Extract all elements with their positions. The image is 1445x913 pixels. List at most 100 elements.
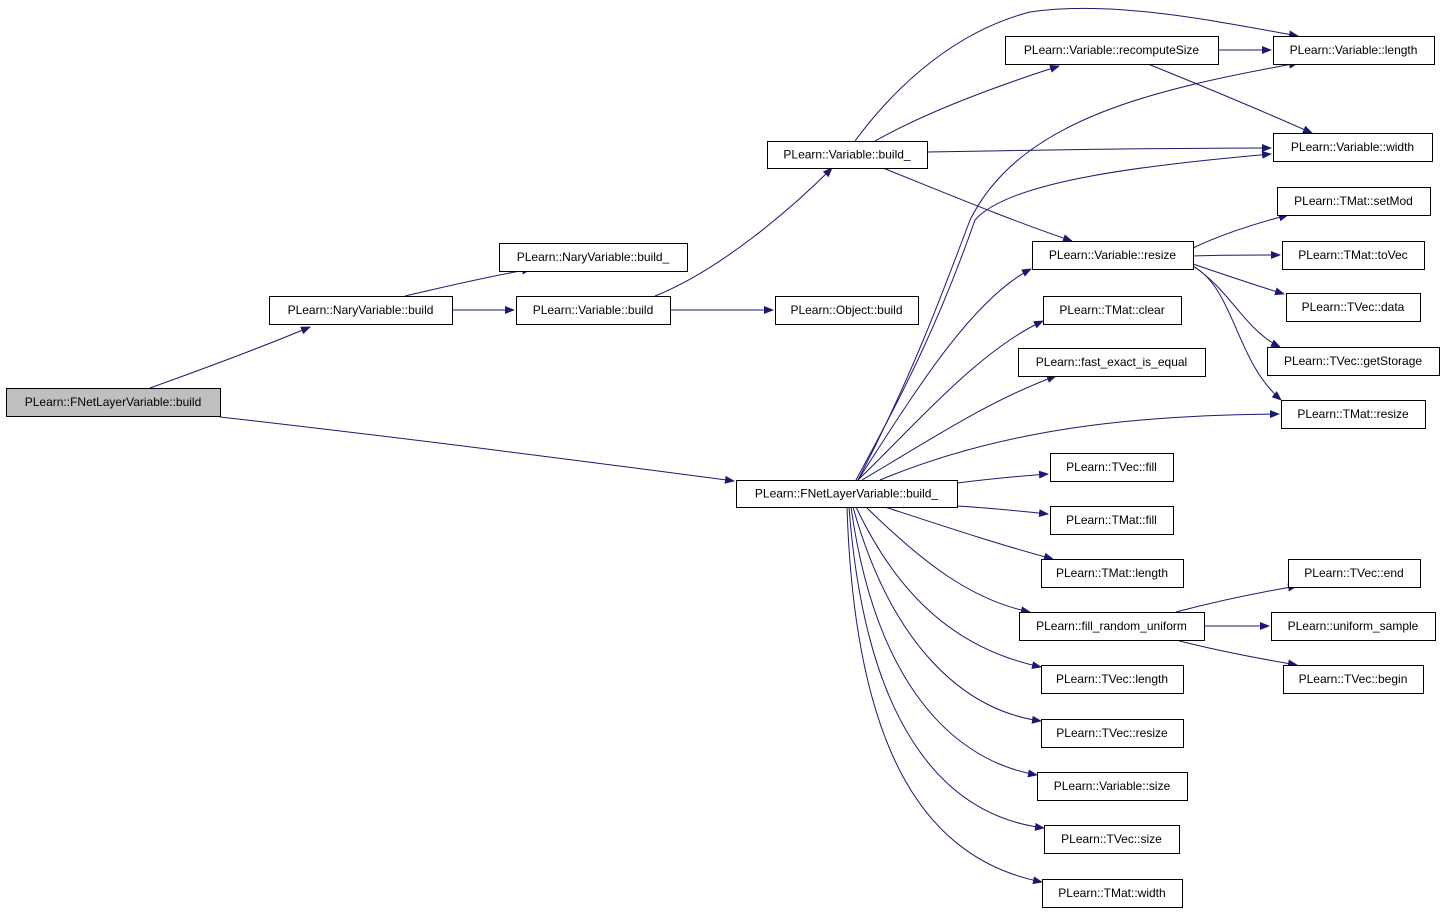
node-tmat-setmod[interactable]: PLearn::TMat::setMod	[1277, 187, 1431, 216]
edge-var-resize-to-tmat-tovec	[1192, 251, 1281, 260]
node-box	[269, 296, 453, 325]
edge-arrow	[1192, 213, 1289, 249]
node-box	[499, 243, 688, 272]
edge-var-resize-to-tvec-data	[1192, 263, 1285, 296]
node-box	[1288, 559, 1421, 588]
edge-arrow	[855, 150, 1272, 481]
edge-var-resize-to-tmat-setmod	[1192, 213, 1289, 249]
edge-arrow	[956, 470, 1049, 484]
node-label: PLearn::TMat::fill	[1066, 513, 1157, 527]
node-tmat-clear[interactable]: PLearn::TMat::clear	[1043, 296, 1182, 325]
node-nary-build-[interactable]: PLearn::NaryVariable::build_	[499, 243, 688, 272]
node-box	[1271, 612, 1436, 641]
node-tvec-length[interactable]: PLearn::TVec::length	[1041, 665, 1184, 694]
edge-fnet-build--to-tmat-clear	[857, 320, 1044, 481]
node-var-size[interactable]: PLearn::Variable::size	[1037, 772, 1188, 801]
node-fast-exact[interactable]: PLearn::fast_exact_is_equal	[1018, 348, 1206, 377]
node-tvec-begin[interactable]: PLearn::TVec::begin	[1283, 665, 1424, 694]
node-box	[1043, 296, 1182, 325]
node-tmat-length[interactable]: PLearn::TMat::length	[1041, 559, 1184, 588]
node-tvec-fill[interactable]: PLearn::TVec::fill	[1050, 453, 1174, 482]
node-label: PLearn::TMat::clear	[1059, 303, 1164, 317]
edge-arrow	[855, 506, 1042, 670]
edge-arrow	[219, 416, 735, 484]
edge-var-build--to-var-length	[854, 7, 1299, 142]
node-box	[1037, 772, 1188, 801]
node-var-recompute[interactable]: PLearn::Variable::recomputeSize	[1005, 36, 1219, 65]
node-tmat-tovec[interactable]: PLearn::TMat::toVec	[1282, 241, 1425, 270]
node-tvec-size[interactable]: PLearn::TVec::size	[1044, 825, 1180, 854]
node-label: PLearn::TMat::width	[1058, 886, 1165, 900]
node-box	[1283, 665, 1424, 694]
edge-var-build--to-var-recompute	[874, 64, 1060, 142]
edge-fnet-build--to-tmat-resize	[879, 410, 1280, 481]
node-label: PLearn::TMat::setMod	[1294, 194, 1413, 208]
edge-arrow	[857, 268, 1032, 481]
edge-var-resize-to-tvec-getstorage	[1192, 265, 1281, 348]
edge-arrow	[879, 410, 1280, 481]
edge-arrow	[926, 144, 1272, 153]
node-nary-build[interactable]: PLearn::NaryVariable::build	[269, 296, 453, 325]
edge-arrow	[884, 506, 1054, 561]
edge-arrow	[1192, 265, 1281, 348]
node-label: PLearn::TVec::getStorage	[1284, 354, 1422, 368]
edges-layer	[149, 7, 1313, 885]
node-box	[1018, 348, 1206, 377]
node-label: PLearn::Variable::size	[1054, 779, 1171, 793]
node-label: PLearn::FNetLayerVariable::build	[25, 395, 202, 409]
node-tmat-width[interactable]: PLearn::TMat::width	[1042, 879, 1183, 908]
edge-arrow	[874, 64, 1060, 142]
edge-fnet-build--to-fast-exact	[861, 375, 1057, 481]
node-var-length[interactable]: PLearn::Variable::length	[1273, 36, 1435, 65]
node-box	[1267, 347, 1440, 376]
edge-arrow	[882, 167, 1073, 242]
edge-fnet-build--to-tvec-resize	[852, 506, 1042, 724]
edge-arrow	[1192, 263, 1285, 296]
node-box	[1273, 133, 1433, 162]
edge-var-build-to-var-build-	[654, 167, 833, 297]
edge-var-build--to-var-width	[926, 144, 1272, 153]
node-tvec-getstorage[interactable]: PLearn::TVec::getStorage	[1267, 347, 1440, 376]
edge-fnet-build--to-tmat-length	[884, 506, 1054, 561]
edge-arrow	[1192, 251, 1281, 260]
node-fnet-build: PLearn::FNetLayerVariable::build	[6, 388, 221, 417]
node-label: PLearn::TMat::resize	[1297, 407, 1409, 421]
edge-arrow	[654, 167, 833, 297]
edge-fill-random-to-tvec-end	[1175, 583, 1298, 613]
edge-arrow	[1175, 639, 1298, 668]
node-label: PLearn::TVec::size	[1061, 832, 1162, 846]
edge-fnet-build-to-fnet-build-	[219, 416, 735, 484]
node-var-resize[interactable]: PLearn::Variable::resize	[1032, 241, 1194, 270]
edge-fnet-build--to-tmat-fill	[956, 505, 1049, 518]
edge-fnet-build--to-fill-random	[865, 506, 1031, 615]
node-box	[1019, 612, 1205, 641]
edge-arrow	[1192, 265, 1282, 401]
node-tmat-resize[interactable]: PLearn::TMat::resize	[1281, 400, 1426, 429]
node-label: PLearn::Variable::resize	[1049, 248, 1177, 262]
node-var-build-[interactable]: PLearn::Variable::build_	[767, 141, 928, 169]
node-tvec-data[interactable]: PLearn::TVec::data	[1286, 293, 1421, 322]
node-var-width[interactable]: PLearn::Variable::width	[1273, 133, 1433, 162]
node-box	[1286, 293, 1421, 322]
node-label: PLearn::TMat::length	[1056, 566, 1168, 580]
edge-arrow	[848, 506, 1045, 831]
node-box	[1281, 400, 1426, 429]
node-label: PLearn::uniform_sample	[1288, 619, 1419, 633]
node-fill-random[interactable]: PLearn::fill_random_uniform	[1019, 612, 1205, 641]
node-label: PLearn::Object::build	[790, 303, 902, 317]
node-label: PLearn::TVec::length	[1056, 672, 1168, 686]
edge-arrow	[857, 60, 1299, 481]
node-var-build[interactable]: PLearn::Variable::build	[516, 296, 671, 325]
node-uniform-sample[interactable]: PLearn::uniform_sample	[1271, 612, 1436, 641]
node-box	[767, 141, 928, 169]
node-box	[736, 480, 958, 508]
node-obj-build[interactable]: PLearn::Object::build	[775, 296, 919, 325]
node-fnet-build-[interactable]: PLearn::FNetLayerVariable::build_	[736, 480, 958, 508]
node-label: PLearn::NaryVariable::build	[288, 303, 434, 317]
node-tvec-resize[interactable]: PLearn::TVec::resize	[1041, 719, 1184, 748]
node-label: PLearn::Variable::recomputeSize	[1024, 43, 1200, 57]
node-tvec-end[interactable]: PLearn::TVec::end	[1288, 559, 1421, 588]
node-label: PLearn::Variable::width	[1291, 140, 1414, 154]
node-tmat-fill[interactable]: PLearn::TMat::fill	[1050, 506, 1174, 535]
